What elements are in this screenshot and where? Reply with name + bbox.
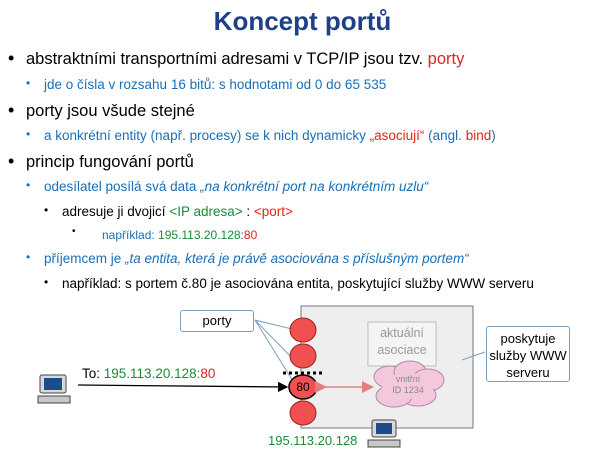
association-label-line: asociace bbox=[377, 343, 427, 357]
sub-bullet-dot: • bbox=[72, 226, 76, 237]
port-circle bbox=[289, 317, 317, 343]
sub-bullet-dot: • bbox=[44, 275, 49, 289]
italic-quote: „ta entita, která je právě asociována s … bbox=[125, 251, 469, 266]
sub-bullet-dot: • bbox=[26, 178, 31, 192]
port-circle bbox=[289, 343, 317, 369]
destination-prefix: To: bbox=[82, 366, 104, 381]
server-ip: 195.113.20.128 bbox=[268, 433, 358, 448]
bullet-text: adresuje ji dvojicí bbox=[62, 204, 170, 219]
bullet-porty-same: porty jsou všude stejné bbox=[26, 102, 195, 120]
bullet-example-address: například: 195.113.20.128:80 bbox=[102, 228, 257, 242]
ports-callout: porty bbox=[180, 310, 254, 332]
bullet-entity-bind: a konkrétní entity (např. procesy) se k … bbox=[44, 128, 496, 143]
bullet-port-range: jde o čísla v rozsahu 16 bitů: s hodnota… bbox=[44, 77, 387, 92]
process-cloud bbox=[373, 360, 445, 408]
bullet-dot: • bbox=[8, 151, 15, 171]
sub-bullet-dot: • bbox=[26, 127, 31, 141]
service-callout: poskytuje služby WWW serveru bbox=[486, 326, 570, 382]
example-port: 80 bbox=[243, 228, 258, 242]
bullet-dot: • bbox=[8, 100, 15, 120]
bullet-principle: princip fungování portů bbox=[26, 153, 194, 171]
cloud-label-line: vnitřní bbox=[395, 374, 421, 384]
bullet-sender: odesílatel posílá svá data „na konkrétní… bbox=[44, 179, 428, 194]
destination-label: To: 195.113.20.128:80 bbox=[82, 366, 215, 381]
cloud-label-line: ID 1234 bbox=[392, 385, 424, 395]
service-callout-line: poskytuje bbox=[500, 331, 556, 346]
bullet-text: odesílatel posílá svá data bbox=[44, 179, 201, 194]
cloud-label: vnitřní ID 1234 bbox=[386, 374, 430, 396]
client-computer-icon bbox=[37, 374, 71, 404]
highlight-bind: bind bbox=[465, 128, 492, 143]
destination-port: 80 bbox=[200, 366, 216, 381]
bullet-text: (angl. bbox=[424, 128, 466, 143]
bullet-porty-definition: abstraktními transportními adresami v TC… bbox=[26, 50, 464, 69]
bullet-text: například: bbox=[102, 228, 159, 242]
bullet-text: ) bbox=[491, 128, 496, 143]
service-callout-line: služby WWW bbox=[489, 348, 567, 363]
port-placeholder: <port> bbox=[253, 204, 293, 219]
highlight-asociuji: „asociují“ bbox=[369, 128, 425, 143]
bullet-text: a konkrétní entity (např. procesy) se k … bbox=[44, 128, 370, 143]
bullet-address-pair: adresuje ji dvojicí <IP adresa> : <port> bbox=[62, 204, 293, 219]
association-label: aktuální asociace bbox=[368, 325, 436, 359]
example-ip: 195.113.20.128: bbox=[158, 228, 244, 242]
highlight-porty: porty bbox=[427, 50, 465, 68]
association-label-line: aktuální bbox=[380, 326, 424, 340]
server-computer-icon bbox=[367, 419, 401, 448]
request-arrow bbox=[77, 381, 289, 393]
ip-placeholder: <IP adresa> bbox=[169, 204, 243, 219]
bullet-dot: • bbox=[8, 48, 15, 68]
italic-quote: „na konkrétní port na konkrétním uzlu“ bbox=[200, 179, 429, 194]
bullet-receiver: příjemcem je „ta entita, která je právě … bbox=[44, 251, 469, 266]
bullet-text: : bbox=[242, 204, 254, 219]
sub-bullet-dot: • bbox=[26, 250, 31, 264]
port-circle bbox=[289, 400, 317, 426]
bullet-example-www: například: s portem č.80 je asociována e… bbox=[62, 276, 534, 291]
slide-title: Koncept portů bbox=[213, 6, 392, 36]
port-80-label: 80 bbox=[296, 380, 310, 394]
bullet-text: abstraktními transportními adresami v TC… bbox=[26, 50, 428, 68]
service-callout-line: serveru bbox=[506, 365, 550, 380]
sub-bullet-dot: • bbox=[44, 203, 49, 217]
association-box bbox=[367, 321, 437, 367]
sub-bullet-dot: • bbox=[26, 76, 31, 90]
destination-ip: 195.113.20.128: bbox=[103, 366, 201, 381]
bullet-text: příjemcem je bbox=[44, 251, 126, 266]
